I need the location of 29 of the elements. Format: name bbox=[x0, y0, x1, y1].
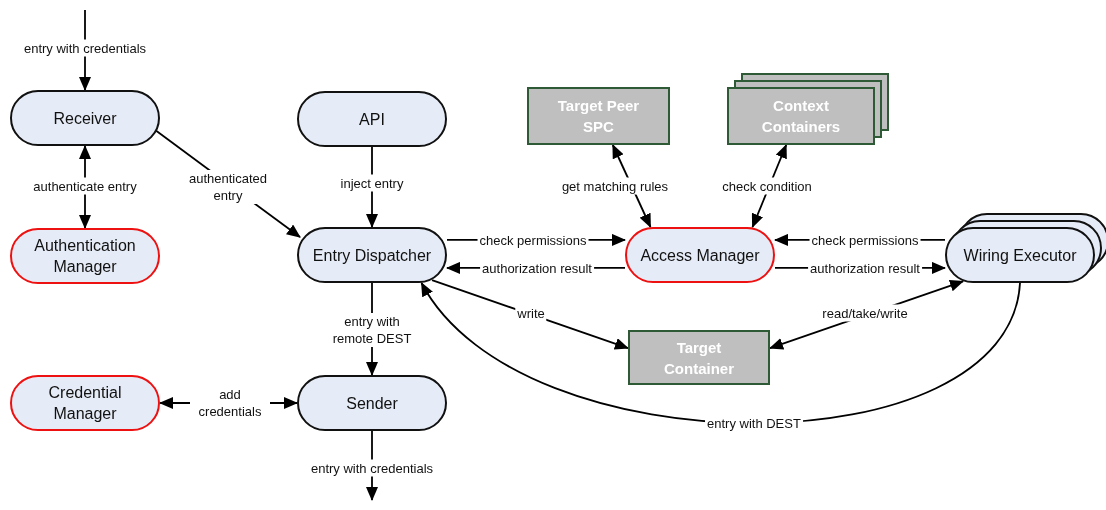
process-pill bbox=[10, 90, 160, 146]
edge-label: check condition bbox=[720, 177, 814, 195]
process-pill bbox=[297, 227, 447, 283]
edge-label: inject entry bbox=[338, 174, 406, 192]
edge-label: entry with credentials bbox=[308, 459, 436, 477]
node-label: Access Manager bbox=[640, 245, 760, 266]
node-label: Authentication Manager bbox=[33, 236, 137, 277]
node-label: Wiring Executor bbox=[963, 245, 1077, 266]
manager-pill bbox=[10, 375, 160, 431]
process-pill bbox=[297, 375, 447, 431]
node-label: Target Container bbox=[663, 337, 735, 379]
edge-label: get matching rules bbox=[559, 177, 671, 195]
process-pill bbox=[297, 91, 447, 147]
node-label: Credential Manager bbox=[47, 383, 123, 424]
manager-pill bbox=[10, 228, 160, 284]
node-label: Entry Dispatcher bbox=[312, 245, 432, 266]
node-label: Context Containers bbox=[760, 96, 842, 137]
manager-pill bbox=[625, 227, 775, 283]
process-pill bbox=[945, 227, 1095, 283]
edge-label: authenticate entry bbox=[31, 177, 139, 195]
edge-label: entry with credentials bbox=[21, 39, 149, 57]
container-box bbox=[527, 87, 670, 145]
edge-label: read/take/write bbox=[820, 304, 910, 322]
container-box bbox=[727, 87, 875, 145]
node-label: Target Peer SPC bbox=[556, 96, 641, 137]
container-box bbox=[628, 330, 770, 385]
node-label: Receiver bbox=[53, 108, 117, 129]
node-label: API bbox=[359, 109, 385, 130]
node-label: Sender bbox=[346, 393, 398, 414]
